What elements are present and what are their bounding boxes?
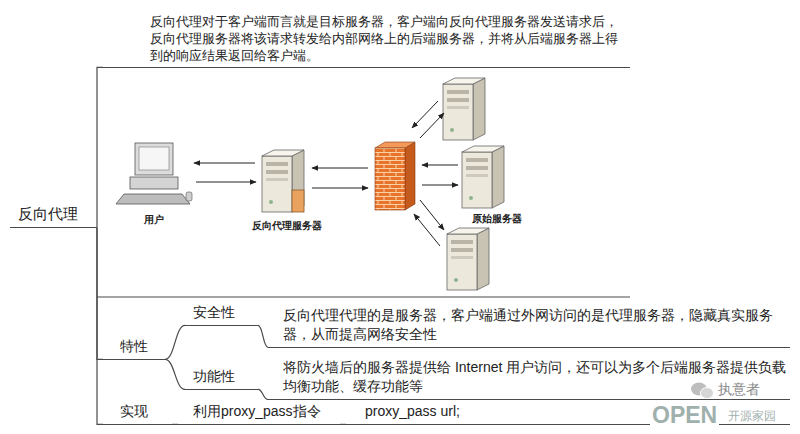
node-text: 将防火墙后的服务器提供给 Internet 用户访问，还可以为多个后端服务器提供… [283,358,790,396]
user-computer [116,143,192,204]
mindmap-connector [258,325,268,347]
node-text: 特性 [120,337,165,356]
node-text: 实现 [120,402,172,421]
node-text: 功能性 [193,367,258,386]
mindmap-connector [165,325,185,359]
firewall [375,142,415,210]
branch-topic: 实现 [103,402,172,425]
watermark: 开源家园 [726,409,778,423]
node-text: 反向代理对于客户端而言就是目标服务器，客户端向反向代理服务器发送请求后，反向代理… [150,13,630,64]
branch-topic: 特性 [103,337,165,360]
origin-server [443,78,485,140]
detail-branch: 将防火墙后的服务器提供给 Internet 用户访问，还可以为多个后端服务器提供… [268,358,790,400]
proxy-box [292,190,304,212]
detail-branch: proxy_pass url; [346,402,790,425]
node-text: 反向代理 [18,204,97,224]
watermark: 执意者 [716,381,762,398]
sub-topic: 安全性 [185,303,258,326]
mindmap-connector [97,67,103,227]
sub-topic: 功能性 [185,367,258,390]
sub-topic: 利用proxy_pass指令 [178,402,340,425]
watermark: OPEN [650,402,719,430]
root-topic: 反向代理 [10,204,97,228]
origin-server [447,228,489,290]
description-branch: 反向代理对于客户端而言就是目标服务器，客户端向反向代理服务器发送请求后，反向代理… [103,13,630,68]
wechat-icon [691,383,714,399]
node-text: 反向代理代理的是服务器，客户端通过外网访问的是代理服务器，隐藏真实服务器，从而提… [283,306,790,344]
node-text: 安全性 [193,303,258,322]
flow-arrows [194,101,458,246]
origin-server [462,146,504,208]
device-label: 原始服务器 [470,213,524,225]
illustration-panel [118,78,630,293]
mindmap-connector [258,389,268,399]
device-label: 反向代理服务器 [250,220,324,232]
node-text: 利用proxy_pass指令 [193,402,340,421]
detail-branch: 反向代理代理的是服务器，客户端通过外网访问的是代理服务器，隐藏真实服务器，从而提… [268,306,790,348]
branch-line [97,296,630,297]
proxy-server [262,150,304,212]
mindmap-connector [165,359,185,389]
mindmap-connector [97,227,103,424]
device-label: 用户 [142,214,166,226]
